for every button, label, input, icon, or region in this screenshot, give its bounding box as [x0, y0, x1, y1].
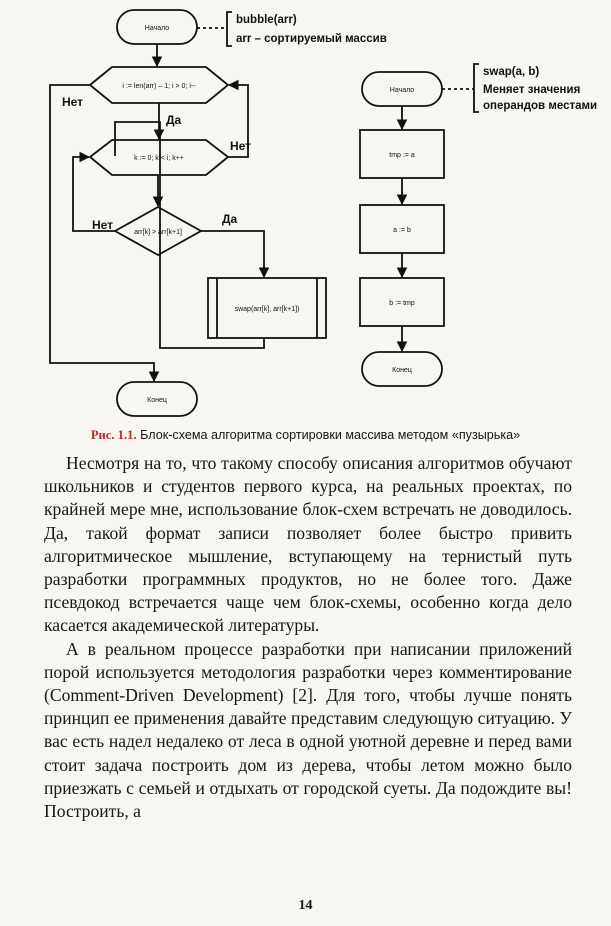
condition-label: arr[k] > arr[k+1] [134, 229, 182, 236]
paragraph-2: А в реальном процессе разработки при нап… [44, 638, 572, 822]
swap-header-title: swap(a, b) [483, 66, 539, 78]
page-number: 14 [298, 898, 313, 913]
bubble-start-label: Начало [145, 25, 169, 32]
algorithm-figure: Начало bubble(arr) arr – сортируемый мас… [49, 9, 597, 417]
swap-step-3-label: b := tmp [389, 300, 415, 307]
paragraph-1: Несмотря на то, что такому способу описа… [44, 453, 572, 636]
swap-header-desc-2: операндов местами [483, 100, 597, 112]
figure-caption-text: Блок-схема алгоритма сортировки массива … [140, 428, 521, 442]
swap-start-label: Начало [390, 87, 414, 94]
no-outer-label: Нет [62, 95, 83, 109]
swap-step-2-label: a := b [393, 227, 411, 234]
figure-number: Рис. 1.1. [90, 428, 137, 442]
no-inner-label: Нет [230, 139, 251, 153]
figure-caption: Рис. 1.1. Блок-схема алгоритма сортировк… [0, 428, 611, 443]
yes-cond-label: Да [222, 212, 238, 226]
bubble-header-desc: arr – сортируемый массив [236, 33, 387, 45]
swap-call-label: swap(arr[k], arr[k+1]) [235, 306, 300, 313]
bubble-header-title: bubble(arr) [236, 14, 297, 26]
outer-loop-label: i := len(arr) – 1; i > 0; i-- [122, 83, 196, 90]
yes-outer-label: Да [166, 113, 182, 127]
bubble-end-label: Конец [147, 397, 167, 404]
swap-end-label: Конец [392, 367, 412, 374]
inner-loop-label: k := 0; k < i; k++ [134, 155, 184, 162]
swap-step-1-label: tmp := a [389, 152, 415, 159]
body-text: Несмотря на то, что такому способу описа… [44, 452, 572, 823]
swap-header-desc-1: Меняет значения [483, 84, 580, 96]
no-cond-label: Нет [92, 218, 113, 232]
